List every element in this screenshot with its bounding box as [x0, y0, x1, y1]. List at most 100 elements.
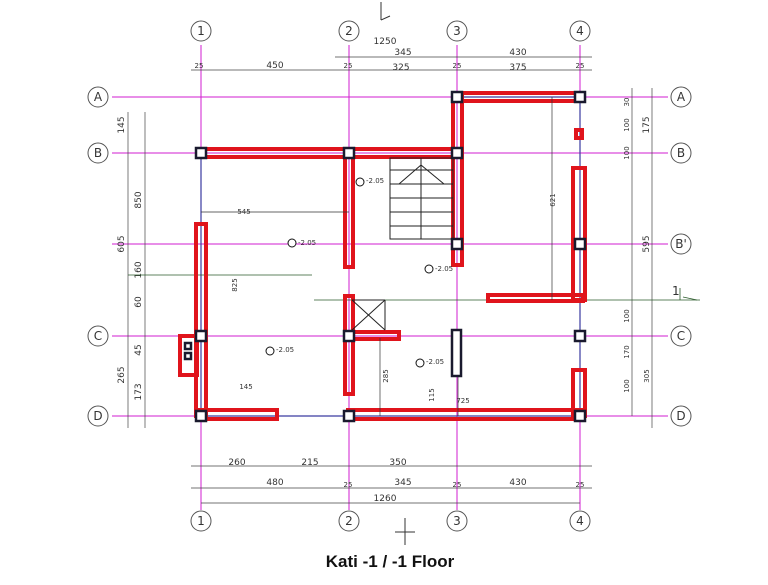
level-marker-4	[265, 346, 275, 356]
grid-label-bottom-2: 2	[345, 514, 353, 528]
dimension-texts-top: 1250 25 450 25 345 25 430 25 325 375	[195, 37, 585, 73]
dim-right-4: 100	[623, 146, 631, 159]
column-recess-1	[183, 341, 193, 351]
dim-left-8: 173	[134, 383, 144, 400]
grid-label-left-D: D	[93, 409, 102, 423]
grid-label-right-D: D	[676, 409, 685, 423]
dim-top-4: 345	[394, 48, 411, 58]
grid-label-right-A: A	[677, 90, 686, 104]
wall-right-upper	[571, 166, 587, 302]
level-marker-2	[287, 238, 297, 248]
column-recess-2	[183, 351, 193, 361]
column-3B	[450, 146, 464, 160]
grid-bubble-right-C	[670, 325, 692, 347]
grid-label-top-3: 3	[453, 24, 461, 38]
dim-right-7: 170	[623, 345, 631, 358]
interior-dim-text-4: 285	[382, 369, 390, 382]
level-text-1: -2.05	[366, 177, 384, 185]
level-text-3: -2.05	[435, 265, 453, 273]
column-2B	[342, 146, 356, 160]
dim-right-8: 305	[643, 369, 651, 382]
north-mark-top-head	[380, 15, 391, 21]
dim-right-3: 175	[642, 116, 652, 133]
section-line	[128, 274, 700, 301]
level-text-5: -2.05	[426, 358, 444, 366]
drawing-caption: Kati -1 / -1 Floor	[326, 552, 455, 571]
level-markers	[265, 177, 434, 368]
interior-dim-text-6: 115	[428, 388, 436, 401]
dim-left-6: 45	[134, 344, 144, 355]
column-4C	[573, 329, 587, 343]
dimension-lines	[127, 56, 653, 504]
dim-top-1: 25	[195, 62, 204, 70]
dim-left-7: 265	[117, 366, 127, 383]
interior-dim-text-7: 621	[549, 193, 557, 206]
grid-label-right-B: B	[677, 146, 685, 160]
dim-bot-5: 25	[344, 481, 353, 489]
dim-bot-2: 215	[301, 458, 318, 468]
dim-top-3: 25	[344, 62, 353, 70]
dim-right-9: 100	[623, 379, 631, 392]
column-3A	[450, 90, 464, 104]
section-arrow	[682, 296, 698, 301]
grid-bubble-bottom-2	[338, 510, 360, 532]
grid-bubble-right-D	[670, 405, 692, 427]
grid-label-right-Bp: B'	[675, 237, 687, 251]
column-3Bp	[450, 237, 464, 251]
north-marks	[380, 2, 415, 545]
grid-label-bottom-1: 1	[197, 514, 205, 528]
grid-bubble-top-1	[190, 20, 212, 42]
column-1C	[194, 329, 208, 343]
grid-label-left-A: A	[94, 90, 103, 104]
grid-label-bottom-3: 3	[453, 514, 461, 528]
wall-recess	[178, 334, 199, 377]
column-1B	[194, 146, 208, 160]
level-text-4: -2.05	[276, 346, 294, 354]
dim-left-2: 850	[134, 191, 144, 208]
grid-bubbles	[87, 20, 692, 532]
dim-top-9: 375	[509, 63, 526, 73]
dim-right-5: 595	[642, 235, 652, 252]
grid-label-right-C: C	[677, 329, 685, 343]
dimension-texts-right: 30 100 175 100 595 100 170 305 100	[623, 98, 652, 393]
dimension-texts-bottom: 260 215 350 480 25 345 25 430 25 1260	[228, 458, 584, 504]
level-marker-5	[415, 358, 425, 368]
grid-label-top-1: 1	[197, 24, 205, 38]
dim-bot-total: 1260	[374, 494, 397, 504]
stair-arrow-1	[398, 164, 422, 185]
dim-right-1: 30	[623, 98, 631, 107]
grid-bubble-right-Bp	[670, 233, 692, 255]
dim-top-6: 430	[509, 48, 526, 58]
dim-right-2: 100	[623, 118, 631, 131]
grid-bubble-top-2	[338, 20, 360, 42]
grid-bubble-bottom-1	[190, 510, 212, 532]
grid-bubble-left-B	[87, 142, 109, 164]
grid-label-left-C: C	[94, 329, 102, 343]
grid-bubble-labels: 1 2 3 4 1 2 3 4 A B C D A B B' C D	[93, 24, 686, 528]
interior-lines	[201, 97, 553, 416]
interior-dim-text-3: 145	[239, 383, 252, 391]
grid-bubble-top-4	[569, 20, 591, 42]
dim-bot-6: 345	[394, 478, 411, 488]
level-marker-3	[424, 264, 434, 274]
grid-label-bottom-4: 4	[576, 514, 584, 528]
interior-dim-text-1: 545	[237, 208, 250, 216]
grid-bubble-right-A	[670, 86, 692, 108]
dim-left-1: 145	[117, 116, 127, 133]
grid-bubble-left-A	[87, 86, 109, 108]
staircase	[351, 157, 454, 331]
stair-arrow-2	[420, 164, 445, 185]
interior-dim-text-5: 725	[456, 397, 469, 405]
dim-bot-9: 25	[576, 481, 585, 489]
level-marker-1	[355, 177, 365, 187]
column-4A	[573, 90, 587, 104]
column-2D	[342, 409, 356, 423]
dim-top-7: 25	[576, 62, 585, 70]
grid-bubble-bottom-4	[569, 510, 591, 532]
grid-bubble-right-B	[670, 142, 692, 164]
dim-left-3: 605	[117, 235, 127, 252]
column-4D	[573, 409, 587, 423]
dim-bot-7: 25	[453, 481, 462, 489]
grid-bubble-bottom-3	[446, 510, 468, 532]
